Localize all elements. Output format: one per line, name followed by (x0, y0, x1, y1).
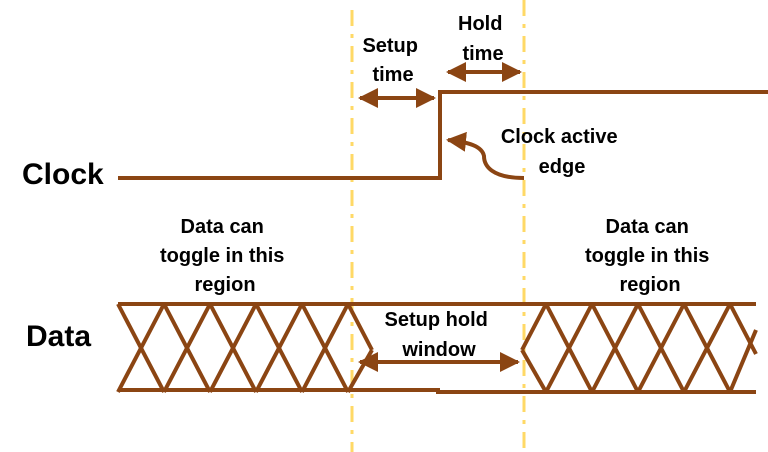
clock-edge-pointer-arrow (446, 131, 525, 180)
clock-edge-label: Clock active edge (501, 126, 623, 178)
right-region-label: Data can toggle in this region (585, 216, 715, 296)
setup-time-label: Setup time (362, 35, 423, 86)
data-toggle-region-right (520, 303, 758, 393)
hold-time-label: Hold time (458, 13, 508, 65)
clock-waveform (118, 90, 768, 180)
data-label: Data (26, 320, 91, 353)
data-bus (118, 302, 756, 394)
data-toggle-region-left (116, 303, 374, 393)
left-region-label: Data can toggle in this region (160, 216, 290, 296)
clock-label: Clock (22, 158, 104, 191)
setup-hold-window-label: Setup hold window (385, 309, 494, 361)
